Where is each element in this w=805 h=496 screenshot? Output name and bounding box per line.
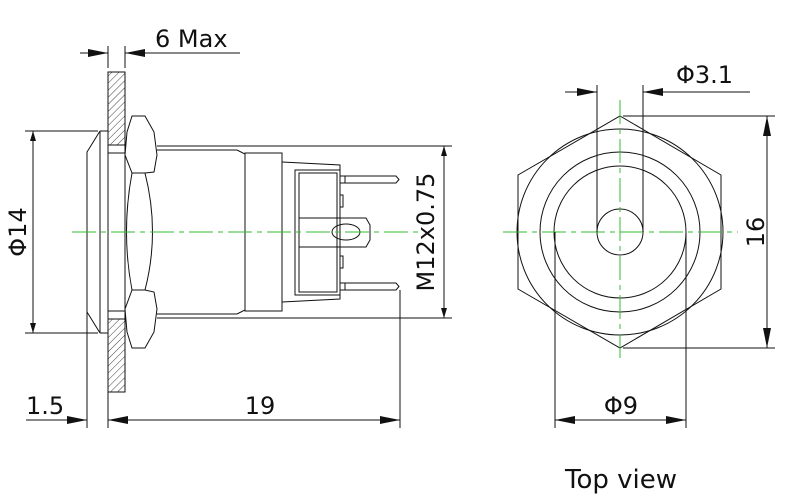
dim-panel-thickness-label: 6 Max	[155, 25, 228, 53]
dim-ring-diameter-label: Φ9	[604, 392, 638, 420]
dim-thread-label: M12x0.75	[412, 173, 440, 292]
dim-hex-size	[623, 115, 775, 349]
dim-ring-diameter	[554, 232, 687, 428]
dim-head-diameter	[25, 130, 98, 334]
top-centerlines	[503, 100, 738, 362]
dim-hex-size-label: 16	[742, 217, 770, 248]
top-view-caption: Top view	[564, 465, 677, 495]
dim-panel-thickness	[80, 46, 240, 68]
dim-led-diameter-label: Φ3.1	[676, 61, 733, 89]
dim-head-diameter-label: Φ14	[4, 207, 32, 256]
dim-head-height-label: 1.5	[26, 392, 64, 420]
dim-body-length-label: 19	[245, 392, 276, 420]
dim-bottom	[26, 290, 401, 428]
panel-section	[107, 71, 126, 393]
side-view	[86, 71, 400, 393]
dim-thread	[400, 145, 452, 319]
dim-led-diameter	[565, 85, 750, 232]
